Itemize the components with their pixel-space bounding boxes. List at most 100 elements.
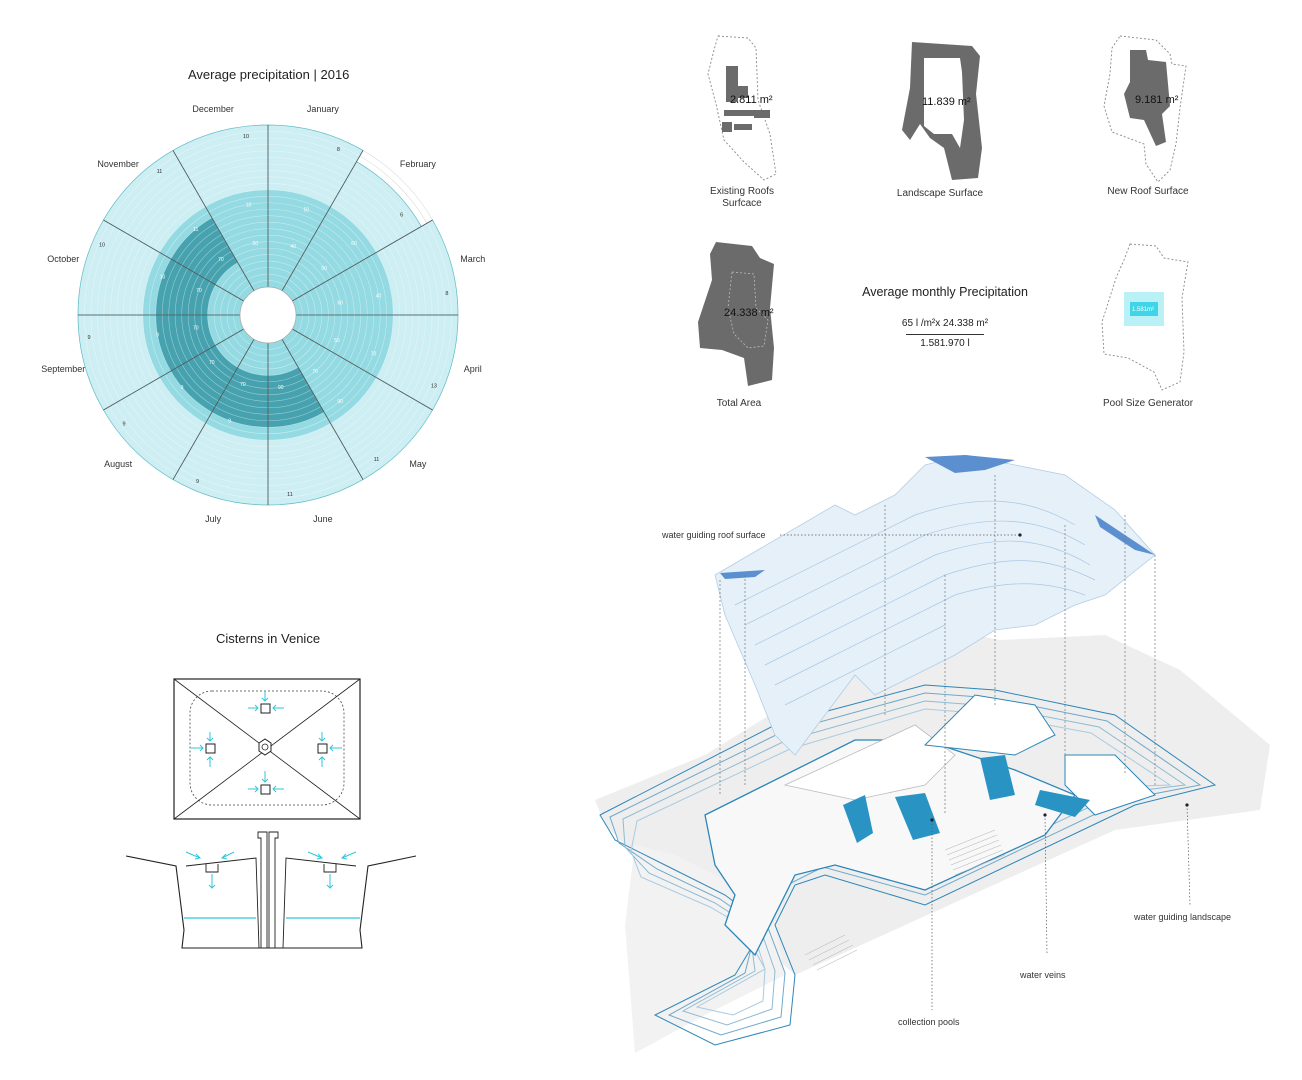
bar-ringline bbox=[314, 234, 349, 269]
bar-ringline bbox=[320, 314, 329, 346]
bar-ringline bbox=[227, 383, 269, 396]
bar-ringline bbox=[142, 314, 160, 378]
bar-ringline bbox=[213, 287, 222, 316]
bar-ringline bbox=[267, 440, 341, 460]
month-label-december: December bbox=[192, 104, 234, 115]
bar-ringline bbox=[267, 267, 292, 275]
bar-ringline bbox=[304, 351, 332, 379]
precip-inner-label: 90 bbox=[337, 399, 343, 405]
precip-inner-label: 70 bbox=[209, 360, 215, 366]
bar-ringline bbox=[192, 445, 269, 467]
precip-bar-mid bbox=[282, 329, 377, 424]
bar-ringline bbox=[267, 221, 315, 235]
bar-ringline bbox=[267, 183, 334, 202]
bar-ringline bbox=[381, 314, 400, 381]
bar-ringline bbox=[213, 314, 222, 343]
bar-ringline bbox=[267, 372, 302, 383]
bar-ringline bbox=[247, 350, 269, 357]
bar-ringline bbox=[291, 273, 310, 292]
bar-ringline bbox=[244, 267, 269, 275]
bar-ringline bbox=[221, 395, 269, 409]
precip-chart-title: Average precipitation | 2016 bbox=[188, 67, 350, 82]
bar-ringline bbox=[376, 252, 394, 316]
bar-ringline bbox=[353, 265, 368, 316]
bar-ringline bbox=[207, 284, 216, 316]
bar-ringline bbox=[125, 396, 187, 458]
bar-ringline bbox=[267, 350, 289, 357]
bar-ringline bbox=[129, 245, 149, 316]
bar-ringline bbox=[415, 229, 439, 316]
bar-ringline bbox=[415, 314, 439, 401]
precip-bar-dark bbox=[155, 258, 216, 315]
bar-ringline bbox=[308, 314, 316, 339]
cistern-plan-diagram bbox=[173, 678, 361, 820]
bar-ringline bbox=[148, 383, 200, 435]
fraction-line bbox=[906, 334, 984, 335]
bar-ringline bbox=[340, 189, 394, 243]
bar-ringline bbox=[267, 144, 354, 168]
calc-numerator: 65 l /m²x 24.338 m² bbox=[901, 318, 989, 329]
bar-ringline bbox=[288, 279, 304, 295]
bar-ringline bbox=[323, 217, 366, 260]
precip-bar-mid bbox=[268, 189, 331, 291]
axonometric-diagram bbox=[595, 455, 1270, 1053]
bar-ringline bbox=[161, 261, 177, 316]
precip-value-label: 13 bbox=[431, 383, 437, 389]
bar-ringline bbox=[267, 189, 331, 207]
bar-ringline bbox=[164, 211, 209, 256]
bar-ringline bbox=[220, 291, 228, 316]
bar-ringline bbox=[208, 195, 269, 213]
bar-ringline bbox=[356, 403, 422, 469]
bar-ringline bbox=[202, 183, 269, 202]
month-spoke bbox=[103, 328, 244, 411]
bar-ringline bbox=[267, 355, 292, 363]
bar-ringline bbox=[142, 189, 196, 243]
bar-ringline bbox=[182, 144, 269, 168]
new-roof-caption: New Roof Surface bbox=[1107, 186, 1189, 197]
bar-ringline bbox=[370, 255, 388, 316]
precip-radial-chart: 8405065060860401350701170901190970997099… bbox=[77, 124, 459, 506]
month-label-january: January bbox=[306, 104, 339, 115]
precip-inner-label: 50 bbox=[304, 208, 310, 214]
bar-ringline bbox=[195, 170, 269, 190]
bar-ringline bbox=[267, 428, 334, 447]
precip-value-label: 8 bbox=[445, 291, 448, 297]
bar-ringline bbox=[237, 367, 269, 376]
precip-bar-dark bbox=[268, 367, 325, 428]
bar-ringline bbox=[404, 236, 426, 316]
bar-ringline bbox=[267, 473, 360, 499]
bar-ringline bbox=[97, 314, 121, 401]
bar-ringline bbox=[90, 314, 115, 404]
bar-ringline bbox=[267, 215, 318, 230]
bar-ringline bbox=[116, 314, 138, 391]
bar-ringline bbox=[331, 314, 342, 352]
precip-value-label: 6 bbox=[400, 212, 403, 218]
label-roof-surface: water guiding roof surface bbox=[662, 530, 766, 540]
bar-ringline bbox=[267, 411, 325, 428]
bar-ringline bbox=[267, 176, 338, 196]
bar-ringline bbox=[181, 364, 219, 402]
bar-ringline bbox=[161, 314, 177, 369]
bar-ringline bbox=[336, 314, 349, 356]
month-label-july: July bbox=[205, 513, 222, 524]
precip-bar-dark bbox=[155, 315, 216, 372]
bar-ringline bbox=[336, 195, 388, 247]
bar-ringline bbox=[317, 364, 355, 402]
precip-calculation: Average monthly Precipitation 65 l /m²x … bbox=[845, 285, 1045, 349]
month-label-march: March bbox=[460, 254, 486, 265]
precip-value-label: 10 bbox=[99, 243, 105, 249]
bar-ringline bbox=[308, 291, 316, 316]
bar-ringline bbox=[311, 358, 344, 391]
bar-ringline bbox=[120, 400, 183, 463]
pool-size-caption: Pool Size Generator bbox=[1102, 398, 1194, 409]
bar-ringline bbox=[136, 390, 193, 447]
bar-ringline bbox=[267, 163, 344, 185]
bar-ringline bbox=[314, 314, 323, 343]
bar-ringline bbox=[370, 314, 388, 375]
bar-ringline bbox=[185, 150, 269, 174]
bar-ringline bbox=[234, 372, 269, 383]
bar-ringline bbox=[298, 262, 321, 285]
bar-ringline bbox=[227, 234, 269, 247]
bar-ringline bbox=[353, 314, 368, 365]
bar-ringline bbox=[426, 314, 452, 407]
